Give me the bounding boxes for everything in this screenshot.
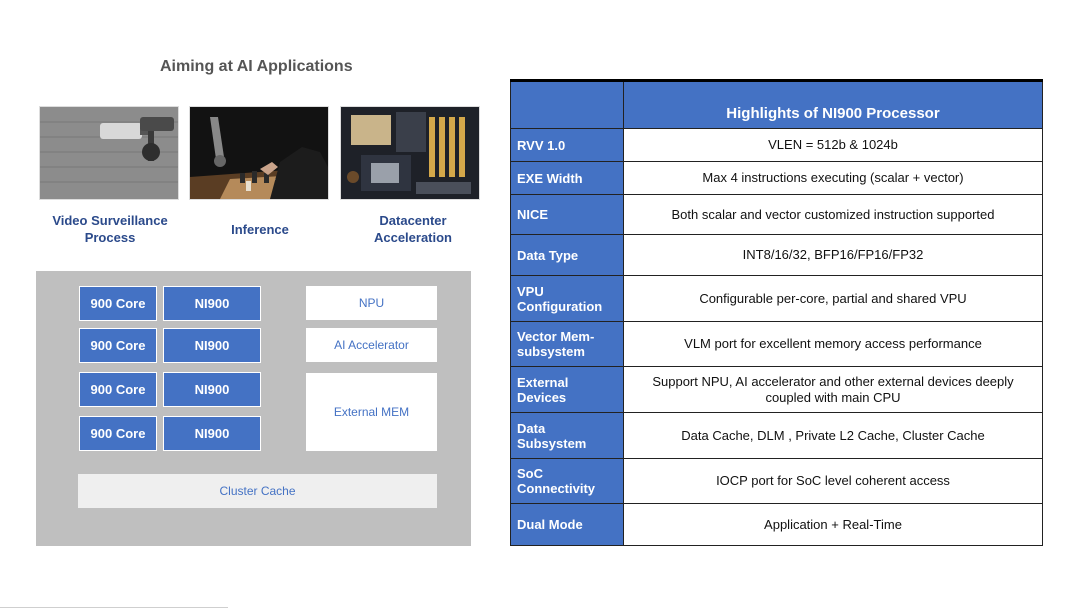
core-box: 900 Core [79,286,157,321]
row-value: VLM port for excellent memory access per… [623,321,1043,367]
ni900-box: NI900 [163,328,261,363]
row-label: SoC Connectivity [510,458,624,504]
core-box: 900 Core [79,416,157,451]
row-value: Data Cache, DLM , Private L2 Cache, Clus… [623,412,1043,459]
row-value: Configurable per-core, partial and share… [623,275,1043,322]
row-label: Dual Mode [510,503,624,546]
table-row: EXE Width Max 4 instructions executing (… [510,161,1043,195]
table-row: Vector Mem-subsystem VLM port for excell… [510,321,1043,367]
npu-box: NPU [306,286,437,320]
row-label: Data Subsystem [510,412,624,459]
ai-accelerator-box: AI Accelerator [306,328,437,362]
row-label: Data Type [510,234,624,276]
footer-divider [0,607,228,608]
inference-caption: Inference [231,222,289,237]
ni900-box: NI900 [163,286,261,321]
caption-text: Video Surveillance Process [52,213,168,245]
row-label: RVV 1.0 [510,128,624,162]
table-row: NICE Both scalar and vector customized i… [510,194,1043,235]
table-row: VPU Configuration Configurable per-core,… [510,275,1043,322]
ni900-box: NI900 [163,372,261,407]
row-value: Both scalar and vector customized instru… [623,194,1043,235]
row-value: Max 4 instructions executing (scalar + v… [623,161,1043,195]
core-box: 900 Core [79,372,157,407]
core-box: 900 Core [79,328,157,363]
row-value: INT8/16/32, BFP16/FP16/FP32 [623,234,1043,276]
caption-text: Datacenter Acceleration [373,213,453,245]
server-board-image [340,106,480,200]
row-value: Support NPU, AI accelerator and other ex… [623,366,1043,413]
row-label: Vector Mem-subsystem [510,321,624,367]
row-label: NICE [510,194,624,235]
row-label: VPU Configuration [510,275,624,322]
highlights-table: Highlights of NI900 Processor RVV 1.0 VL… [510,79,1043,546]
external-mem-box: External MEM [306,373,437,451]
table-title-cell: Highlights of NI900 Processor [623,80,1043,129]
table-title: Highlights of NI900 Processor [726,104,940,122]
architecture-diagram: 900 Core NI900 900 Core NI900 900 Core N… [36,271,471,546]
video-surveillance-caption: Video Surveillance Process [44,212,176,246]
robot-chess-image [189,106,329,200]
row-label: EXE Width [510,161,624,195]
table-row: RVV 1.0 VLEN = 512b & 1024b [510,128,1043,162]
header-empty-cell [510,80,624,129]
row-label: External Devices [510,366,624,413]
table-row: SoC Connectivity IOCP port for SoC level… [510,458,1043,504]
cluster-cache-box: Cluster Cache [78,474,437,508]
row-value: VLEN = 512b & 1024b [623,128,1043,162]
table-row: Dual Mode Application + Real-Time [510,503,1043,546]
datacenter-acceleration-caption: Datacenter Acceleration [355,212,471,246]
row-value: IOCP port for SoC level coherent access [623,458,1043,504]
surveillance-camera-image [39,106,179,200]
table-row: Data Subsystem Data Cache, DLM , Private… [510,412,1043,459]
table-row: Data Type INT8/16/32, BFP16/FP16/FP32 [510,234,1043,276]
row-value: Application + Real-Time [623,503,1043,546]
table-header-row: Highlights of NI900 Processor [510,80,1043,129]
left-section-title: Aiming at AI Applications [160,58,353,75]
ni900-box: NI900 [163,416,261,451]
table-row: External Devices Support NPU, AI acceler… [510,366,1043,413]
